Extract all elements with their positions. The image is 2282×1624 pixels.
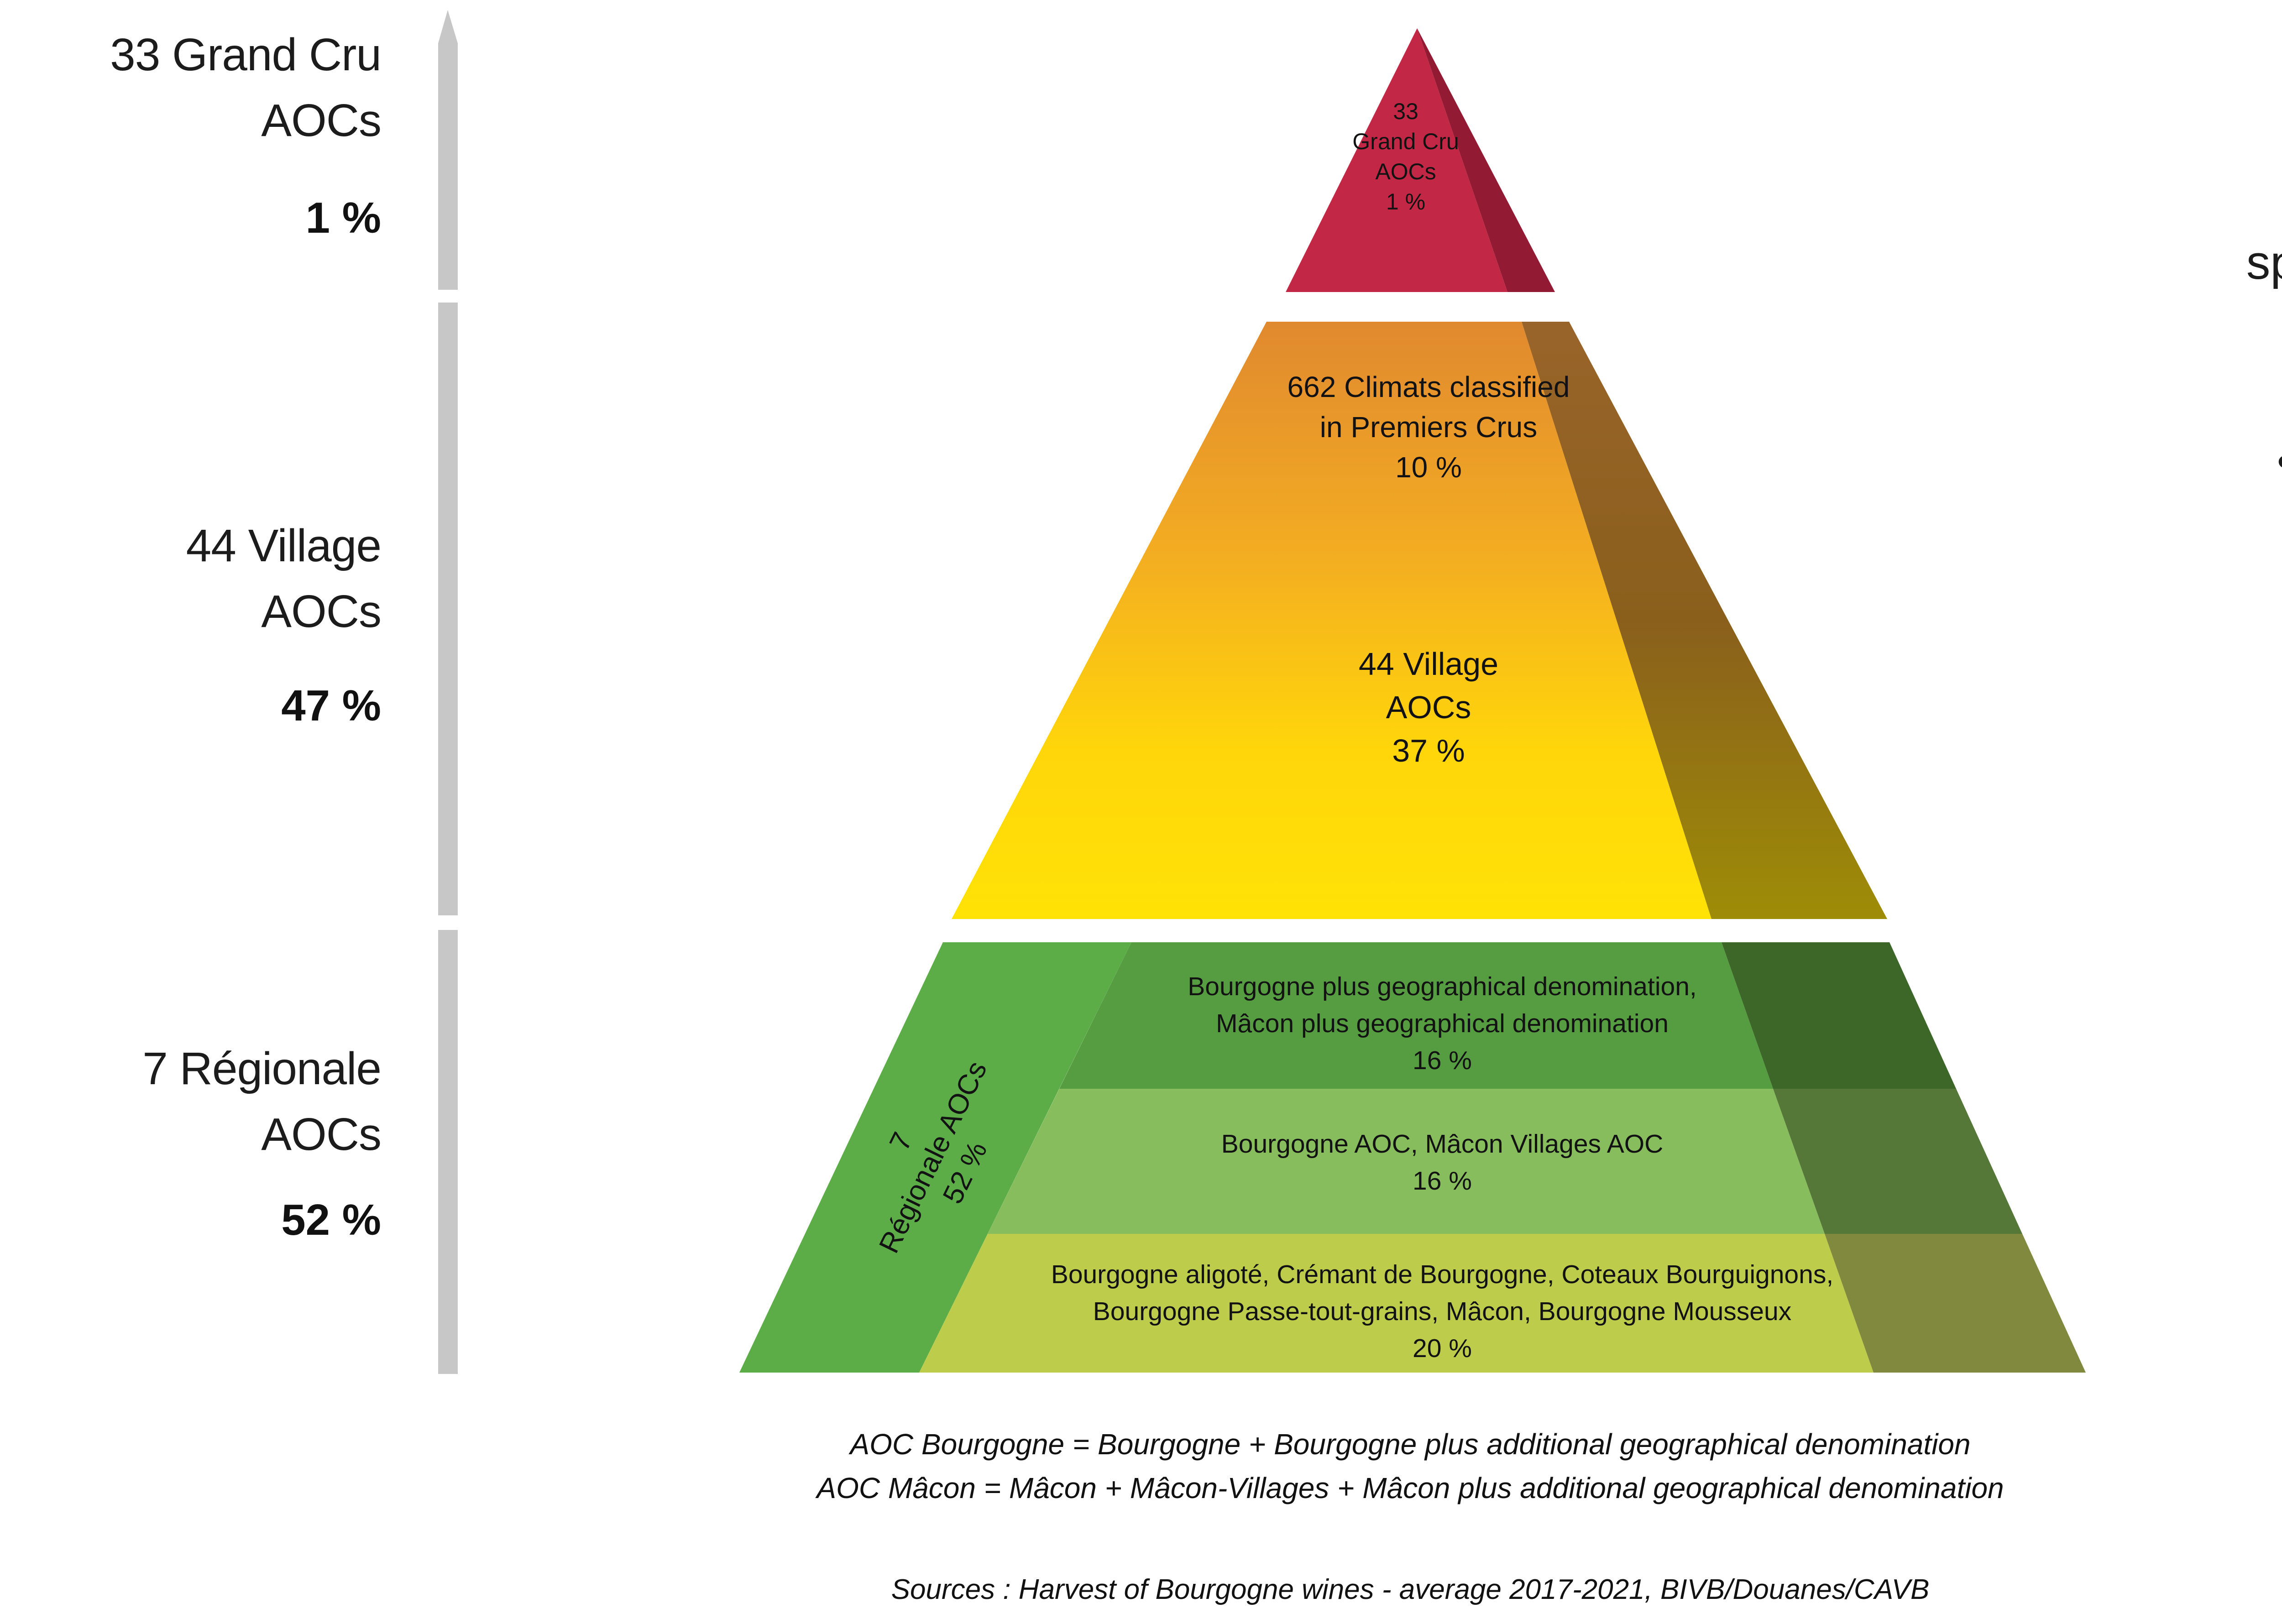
- strictness-heading: Strictness of specification requirements…: [1826, 145, 2282, 302]
- regionale-band1-side-shadow: [1722, 942, 1956, 1089]
- band3-line1: Bourgogne aligoté, Crémant de Bourgogne,…: [1051, 1260, 1834, 1289]
- label-village: 44 Village AOCs: [0, 513, 382, 644]
- label-village-percent: 47 %: [281, 681, 381, 730]
- label-village-line2: AOCs: [261, 586, 382, 637]
- grand-cru-name2: AOCs: [1375, 159, 1436, 184]
- label-regionale-line1: 7 Régionale: [142, 1043, 382, 1094]
- bullet-areas: • areas: [1826, 317, 2282, 375]
- tier-village-side-shadow: [1522, 322, 1887, 919]
- label-grand-cru-line1: 33 Grand Cru: [110, 29, 382, 80]
- village-line1: 44 Village: [1358, 646, 1499, 682]
- regionale-band3-side-shadow: [1825, 1234, 2086, 1373]
- regionale-band1-text: Bourgogne plus geographical denomination…: [895, 968, 1990, 1079]
- tier-village-face: [952, 322, 1712, 919]
- regionale-band3-text: Bourgogne aligoté, Crémant de Bourgogne,…: [849, 1256, 2036, 1367]
- left-arrow-segment-village: [438, 303, 458, 915]
- label-grand-cru: 33 Grand Cru AOCs: [0, 22, 382, 153]
- regionale-band1-face: [1059, 942, 1773, 1089]
- premiers-percent: 10 %: [1395, 451, 1462, 484]
- label-grand-cru-line2: AOCs: [261, 95, 382, 146]
- grand-cru-percent: 1 %: [1386, 189, 1426, 214]
- footnote-macon: AOC Mâcon = Mâcon + Mâcon-Villages + Mâc…: [816, 1472, 2004, 1504]
- band1-percent: 16 %: [1413, 1046, 1472, 1075]
- band3-percent: 20 %: [1413, 1334, 1472, 1363]
- strictness-heading-line1: Strictness of: [1826, 145, 2282, 224]
- village-percent: 37 %: [1392, 733, 1465, 768]
- regionale-band3-face: [919, 1234, 1874, 1373]
- regionale-band2-face: [988, 1089, 1825, 1234]
- grand-cru-count: 33: [1393, 99, 1418, 124]
- sources-line: Sources : Harvest of Bourgogne wines - a…: [891, 1574, 1930, 1605]
- label-grand-cru-percent: 1 %: [305, 193, 381, 242]
- strictness-bullets: • areas • yields • degree of potential a…: [1826, 317, 2282, 491]
- bullet-yields: • yields: [1826, 375, 2282, 433]
- left-arrow-segment-grand-cru: [438, 43, 458, 290]
- band3-line2: Bourgogne Passe-tout-grains, Mâcon, Bour…: [1093, 1297, 1792, 1326]
- band2-percent: 16 %: [1413, 1166, 1472, 1196]
- left-arrow-head: [438, 10, 458, 43]
- strictness-heading-line2: specification requirements :: [2246, 236, 2282, 289]
- grand-cru-name1: Grand Cru: [1352, 129, 1459, 154]
- label-village-line1: 44 Village: [186, 520, 382, 571]
- village-tier-text: 44 Village AOCs 37 %: [1155, 642, 1702, 773]
- label-regionale-line2: AOCs: [261, 1109, 382, 1160]
- band2-line1: Bourgogne AOC, Mâcon Villages AOC: [1221, 1129, 1664, 1159]
- tier-grand-cru-face: [1286, 28, 1507, 292]
- band1-line2: Mâcon plus geographical denomination: [1216, 1009, 1669, 1038]
- left-arrow-segment-regionale: [438, 930, 458, 1374]
- premiers-line2: in Premiers Crus: [1319, 411, 1538, 444]
- grand-cru-tier-text: 33 Grand Cru AOCs 1 %: [1223, 96, 1588, 217]
- premiers-crus-text: 662 Climats classified in Premiers Crus …: [1109, 367, 1748, 487]
- regionale-band2-side-shadow: [1773, 1089, 2022, 1234]
- regionale-band2-text: Bourgogne AOC, Mâcon Villages AOC 16 %: [895, 1126, 1990, 1200]
- tier-grand-cru-side-shadow: [1417, 28, 1555, 292]
- band1-line1: Bourgogne plus geographical denomination…: [1188, 972, 1697, 1001]
- footnote-bourgogne: AOC Bourgogne = Bourgogne + Bourgogne pl…: [850, 1428, 1971, 1461]
- label-regionale: 7 Régionale AOCs: [0, 1036, 382, 1167]
- label-regionale-percent: 52 %: [281, 1196, 381, 1244]
- village-line2: AOCs: [1386, 689, 1471, 725]
- premiers-line1: 662 Climats classified: [1287, 371, 1570, 403]
- footnote-block: AOC Bourgogne = Bourgogne + Bourgogne pl…: [612, 1422, 2209, 1510]
- bullet-alcohol: • degree of potential alcohol: [1826, 433, 2282, 491]
- tier-regionale-left-strip: [739, 942, 1131, 1373]
